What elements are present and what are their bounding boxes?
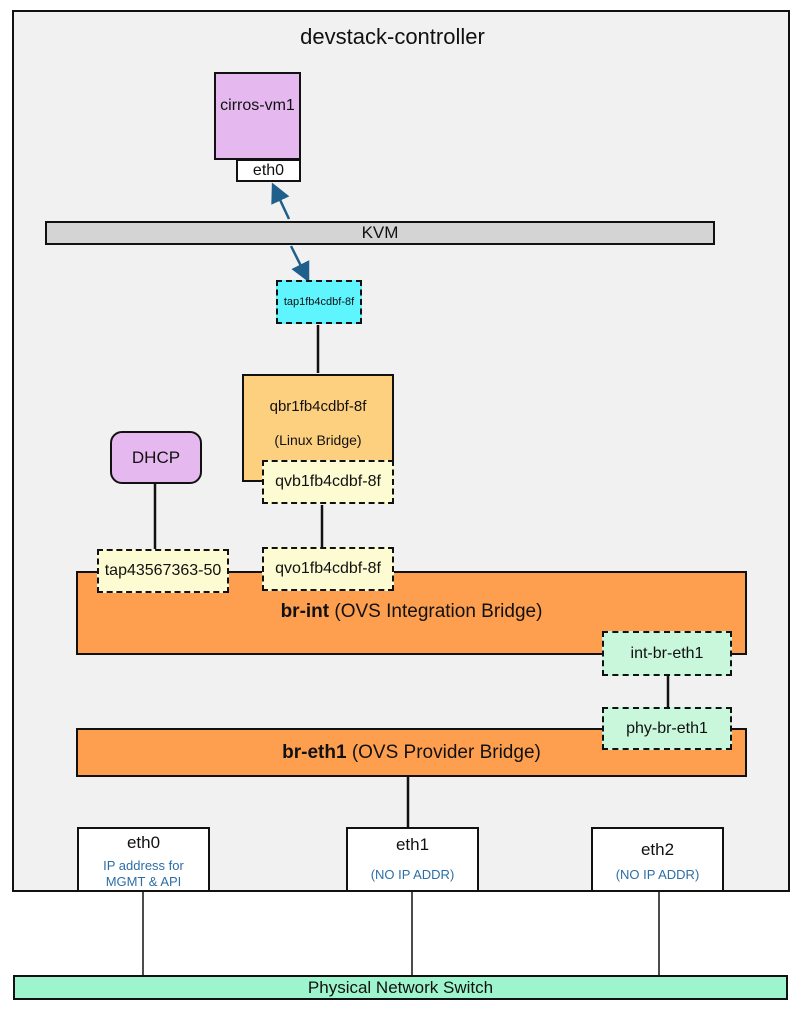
qvb-port: qvb1fb4cdbf-8f (262, 460, 394, 504)
br-int-name: br-int (280, 601, 330, 622)
kvm-bar: KVM (45, 221, 715, 245)
nic-eth2-sub: (NO IP ADDR) (615, 867, 700, 882)
br-eth1-name: br-eth1 (282, 742, 347, 763)
nic-eth2-name: eth2 (640, 840, 675, 859)
linux-bridge-name: qbr1fb4cdbf-8f (269, 398, 367, 415)
host-title: devstack-controller (300, 24, 485, 49)
tap-device: tap1fb4cdbf-8f (276, 280, 362, 324)
dhcp-label: DHCP (131, 447, 181, 467)
physical-switch-label: Physical Network Switch (307, 977, 494, 997)
nic-eth0-sub1: IP address for (103, 858, 184, 873)
nic-eth0: eth0 IP address for MGMT & API (77, 827, 210, 892)
nic-eth1: eth1 (NO IP ADDR) (346, 827, 479, 892)
linux-bridge-type: (Linux Bridge) (274, 432, 362, 448)
int-br-eth1-port: int-br-eth1 (602, 631, 732, 676)
dhcp-box: DHCP (110, 431, 202, 484)
kvm-tap-arrow (289, 245, 310, 283)
phy-br-eth1-port: phy-br-eth1 (602, 707, 732, 750)
kvm-label: KVM (361, 223, 399, 242)
vm-name: cirros-vm1 (220, 97, 295, 114)
br-int-desc: (OVS Integration Bridge) (334, 601, 543, 622)
nic-eth1-name: eth1 (395, 835, 430, 854)
vm-kvm-arrow (271, 182, 291, 220)
physical-switch: Physical Network Switch (13, 975, 788, 1000)
dhcp-tap-port: tap43567363-50 (97, 549, 229, 593)
nic-eth0-sub2: MGMT & API (105, 874, 182, 889)
nic-eth1-sub: (NO IP ADDR) (370, 867, 455, 882)
nic-eth0-name: eth0 (126, 833, 161, 852)
vm-box: cirros-vm1 (214, 72, 301, 160)
vm-eth0: eth0 (236, 159, 301, 182)
qvo-port: qvo1fb4cdbf-8f (262, 547, 394, 591)
br-eth1-desc: (OVS Provider Bridge) (351, 742, 541, 763)
tap-label: tap1fb4cdbf-8f (283, 296, 355, 308)
nic-eth2: eth2 (NO IP ADDR) (591, 827, 724, 892)
